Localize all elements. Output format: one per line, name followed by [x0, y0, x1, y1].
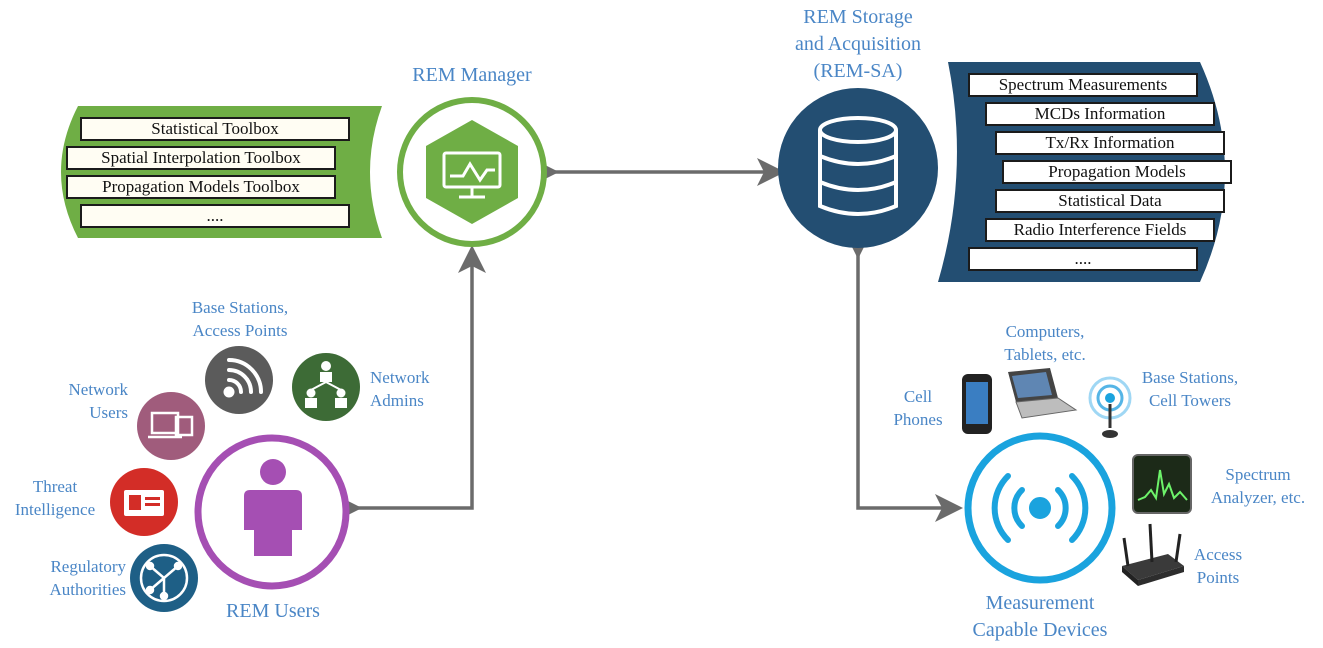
toolbox-item: Propagation Models Toolbox — [66, 175, 336, 199]
label-line: Access Points — [192, 321, 288, 340]
person-icon — [244, 459, 302, 556]
router-icon — [1122, 523, 1184, 586]
base-stations-circle — [205, 346, 273, 414]
admins-hierarchy-icon — [305, 361, 347, 408]
monitor-icon — [442, 151, 502, 199]
devices-title-line: Measurement — [985, 592, 1095, 614]
connector-arrows — [334, 158, 963, 522]
label-network-users: Network Users — [50, 378, 128, 424]
users-manager-arrow — [334, 245, 486, 522]
label-line: Points — [1196, 568, 1240, 587]
storage-info-item: MCDs Information — [985, 102, 1215, 126]
label-line: Regulatory — [50, 557, 126, 576]
devices-icon — [148, 411, 194, 439]
cell-tower-icon — [1088, 376, 1132, 438]
storage-info-item: Propagation Models — [1002, 160, 1232, 184]
rem-manager-node — [397, 97, 547, 247]
label-cell-phones: Cell Phones — [880, 385, 956, 431]
storage-title-line: (REM-SA) — [813, 60, 903, 82]
regulatory-circle — [130, 544, 198, 612]
storage-info-item: Tx/Rx Information — [995, 131, 1225, 155]
label-threat-intelligence: Threat Intelligence — [4, 475, 106, 521]
rem-users-node — [194, 434, 350, 590]
label-line: Base Stations, — [1141, 368, 1239, 387]
label-line: Base Stations, — [191, 298, 289, 317]
storage-title-line: and Acquisition — [794, 33, 922, 55]
devices-title-line: Capable Devices — [972, 619, 1108, 641]
toolbox-item: Spatial Interpolation Toolbox — [66, 146, 336, 170]
users-title: REM Users — [226, 600, 320, 622]
cell-phone-icon — [962, 374, 992, 434]
label-line: Network — [68, 380, 128, 399]
storage-info-item: Radio Interference Fields — [985, 218, 1215, 242]
label-line: Tablets, etc. — [1004, 345, 1086, 364]
storage-info-item: .... — [968, 247, 1198, 271]
label-regulatory: Regulatory Authorities — [20, 555, 127, 601]
label-line: Spectrum — [1225, 465, 1291, 484]
database-icon — [818, 116, 898, 216]
label-network-admins: Network Admins — [370, 366, 450, 412]
label-line: Users — [89, 403, 128, 422]
label-computers: Computers, Tablets, etc. — [985, 320, 1105, 366]
storage-title-line: REM Storage — [803, 6, 913, 28]
laptop-icon — [1008, 368, 1078, 419]
globe-network-icon — [139, 553, 189, 603]
label-line: Analyzer, etc. — [1210, 488, 1306, 507]
toolbox-item: Statistical Toolbox — [80, 117, 350, 141]
label-line: Access — [1193, 545, 1243, 564]
threat-intel-circle — [110, 468, 178, 536]
label-line: Intelligence — [14, 500, 96, 519]
network-users-circle — [137, 392, 205, 460]
toolbox-item: .... — [80, 204, 350, 228]
label-base-stations: Base Stations, Access Points — [170, 296, 310, 342]
label-line: Phones — [893, 410, 943, 429]
label-line: Admins — [370, 391, 424, 410]
storage-devices-arrow — [844, 231, 963, 522]
label-line: Threat — [32, 477, 78, 496]
label-base-stations-towers: Base Stations, Cell Towers — [1130, 366, 1250, 412]
storage-info-item: Statistical Data — [995, 189, 1225, 213]
label-line: Authorities — [49, 580, 127, 599]
devices-title: Measurement Capable Devices — [950, 590, 1130, 644]
label-line: Cell — [903, 387, 933, 406]
label-spectrum-analyzer: Spectrum Analyzer, etc. — [1196, 463, 1320, 509]
label-access-points: Access Points — [1180, 543, 1256, 589]
label-line: Cell Towers — [1148, 391, 1232, 410]
spectrum-analyzer-icon — [1132, 454, 1192, 514]
wifi-icon — [223, 358, 263, 398]
storage-info-item: Spectrum Measurements — [968, 73, 1198, 97]
id-card-icon — [124, 490, 164, 516]
rem-storage-node — [778, 88, 938, 248]
label-line: Network — [370, 368, 430, 387]
measurement-devices-node — [964, 432, 1116, 584]
broadcast-icon — [991, 473, 1089, 543]
label-line: Computers, — [1005, 322, 1085, 341]
network-admins-circle — [292, 353, 360, 421]
manager-title: REM Manager — [412, 64, 532, 86]
storage-title: REM Storage and Acquisition (REM-SA) — [770, 4, 946, 85]
